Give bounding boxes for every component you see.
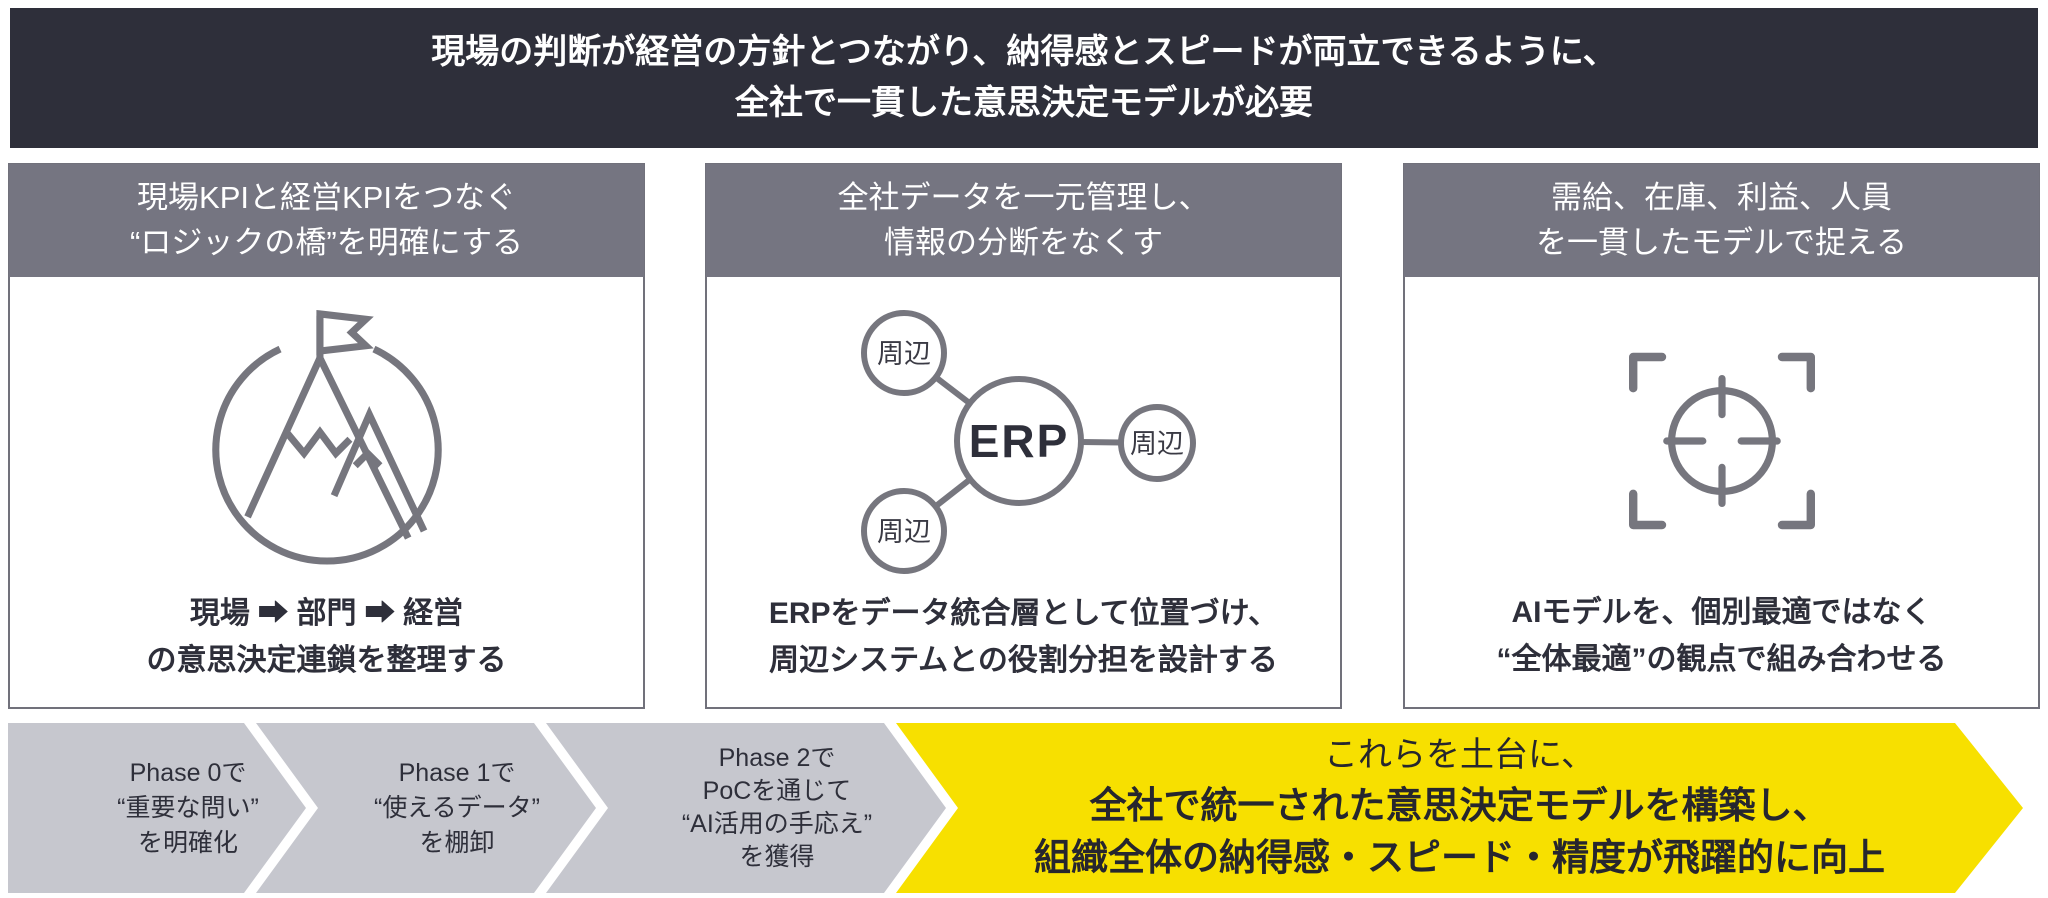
panel-ai-optimization: 需給、在庫、利益、人員 を一貫したモデルで捉える AIモデルを、個別最適ではなく…	[1403, 163, 2040, 709]
panel-header-line: 需給、在庫、利益、人員	[1551, 179, 1892, 215]
panel-erp-hub-body: ERP 周辺 周辺 周辺 ERPをデータ統合層として位置づけ、 周辺システムとの…	[707, 277, 1340, 708]
panel-ai-optimization-header: 需給、在庫、利益、人員 を一貫したモデルで捉える	[1404, 164, 2039, 277]
phase-line: Phase 1で	[398, 758, 516, 787]
panel-header-line: 情報の分断をなくす	[884, 224, 1163, 260]
panel-kpi-bridge: 現場KPIと経営KPIをつなぐ “ロジックの橋”を明確にする 現場 ➡ 部門 ➡…	[8, 163, 645, 709]
panel-kpi-bridge-caption: 現場 ➡ 部門 ➡ 経営 の意思決定連鎖を整理する	[147, 591, 507, 684]
panel-kpi-bridge-header: 現場KPIと経営KPIをつなぐ “ロジックの橋”を明確にする	[9, 164, 644, 277]
panel-erp-hub-caption: ERPをデータ統合層として位置づけ、 周辺システムとの役割分担を設計する	[769, 591, 1278, 684]
satellite-label: 周辺	[1130, 429, 1184, 459]
caption-line: 周辺システムとの役割分担を設計する	[769, 643, 1278, 677]
phase-line: “使えるデータ”	[374, 793, 540, 822]
mountain-flag-icon	[177, 291, 477, 591]
title-line-2: 全社で一貫した意思決定モデルが必要	[735, 84, 1313, 122]
panel-header-line: を一貫したモデルで捉える	[1535, 224, 1908, 260]
phase-line: Phase 2で	[718, 744, 836, 772]
phase-0-chevron: Phase 0で “重要な問い” を明確化	[8, 723, 306, 893]
caption-line: AIモデルを、個別最適ではなく	[1511, 596, 1932, 629]
erp-label: ERP	[968, 415, 1069, 467]
phase-line: を明確化	[137, 828, 238, 857]
panel-ai-optimization-body: AIモデルを、個別最適ではなく “全体最適”の観点で組み合わせる	[1405, 277, 2038, 707]
phase-line: を獲得	[739, 843, 815, 871]
phase-line: Phase 0で	[129, 758, 247, 787]
caption-line: の意思決定連鎖を整理する	[146, 643, 507, 677]
erp-network-icon: ERP 周辺 周辺 周辺	[809, 291, 1239, 591]
satellite-label: 周辺	[877, 517, 931, 547]
title-line-1: 現場の判断が経営の方針とつながり、納得感とスピードが両立できるように、	[431, 33, 1617, 71]
caption-line: “全体最適”の観点で組み合わせる	[1496, 642, 1947, 676]
panel-ai-optimization-caption: AIモデルを、個別最適ではなく “全体最適”の観点で組み合わせる	[1497, 590, 1947, 683]
phase-1-chevron: Phase 1で “使えるデータ” を棚卸	[256, 723, 596, 893]
result-line: 組織全体の納得感・スピード・精度が飛躍的に向上	[1034, 837, 1885, 879]
panel-header-line: 全社データを一元管理し、	[837, 179, 1210, 215]
result-line: 全社で統一された意思決定モデルを構築し、	[1089, 784, 1830, 826]
result-line: これらを土台に、	[1324, 736, 1595, 775]
caption-line: ERPをデータ統合層として位置づけ、	[768, 597, 1279, 630]
title-banner: 現場の判断が経営の方針とつながり、納得感とスピードが両立できるように、 全社で一…	[10, 8, 2038, 148]
panel-erp-hub-header: 全社データを一元管理し、 情報の分断をなくす	[706, 164, 1341, 277]
caption-line: 現場 ➡ 部門 ➡ 経営	[189, 597, 464, 630]
panel-header-line: 現場KPIと経営KPIをつなぐ	[137, 179, 516, 215]
panel-kpi-bridge-body: 現場 ➡ 部門 ➡ 経営 の意思決定連鎖を整理する	[10, 277, 643, 708]
phase-line: PoCを通じて	[702, 777, 852, 805]
satellite-label: 周辺	[877, 339, 931, 369]
panel-header-line: “ロジックの橋”を明確にする	[130, 224, 523, 260]
result-arrow: これらを土台に、 全社で統一された意思決定モデルを構築し、 組織全体の納得感・ス…	[896, 723, 2023, 893]
panel-erp-hub: 全社データを一元管理し、 情報の分断をなくす ERP 周辺 周辺 周辺 ERPを…	[705, 163, 1342, 709]
phase-line: “AI活用の手応え”	[681, 810, 873, 838]
phase-2-chevron: Phase 2で PoCを通じて “AI活用の手応え” を獲得	[546, 723, 946, 893]
phase-line: “重要な問い”	[117, 793, 259, 822]
target-focus-icon	[1590, 291, 1854, 590]
phase-line: を棚卸	[419, 828, 495, 857]
